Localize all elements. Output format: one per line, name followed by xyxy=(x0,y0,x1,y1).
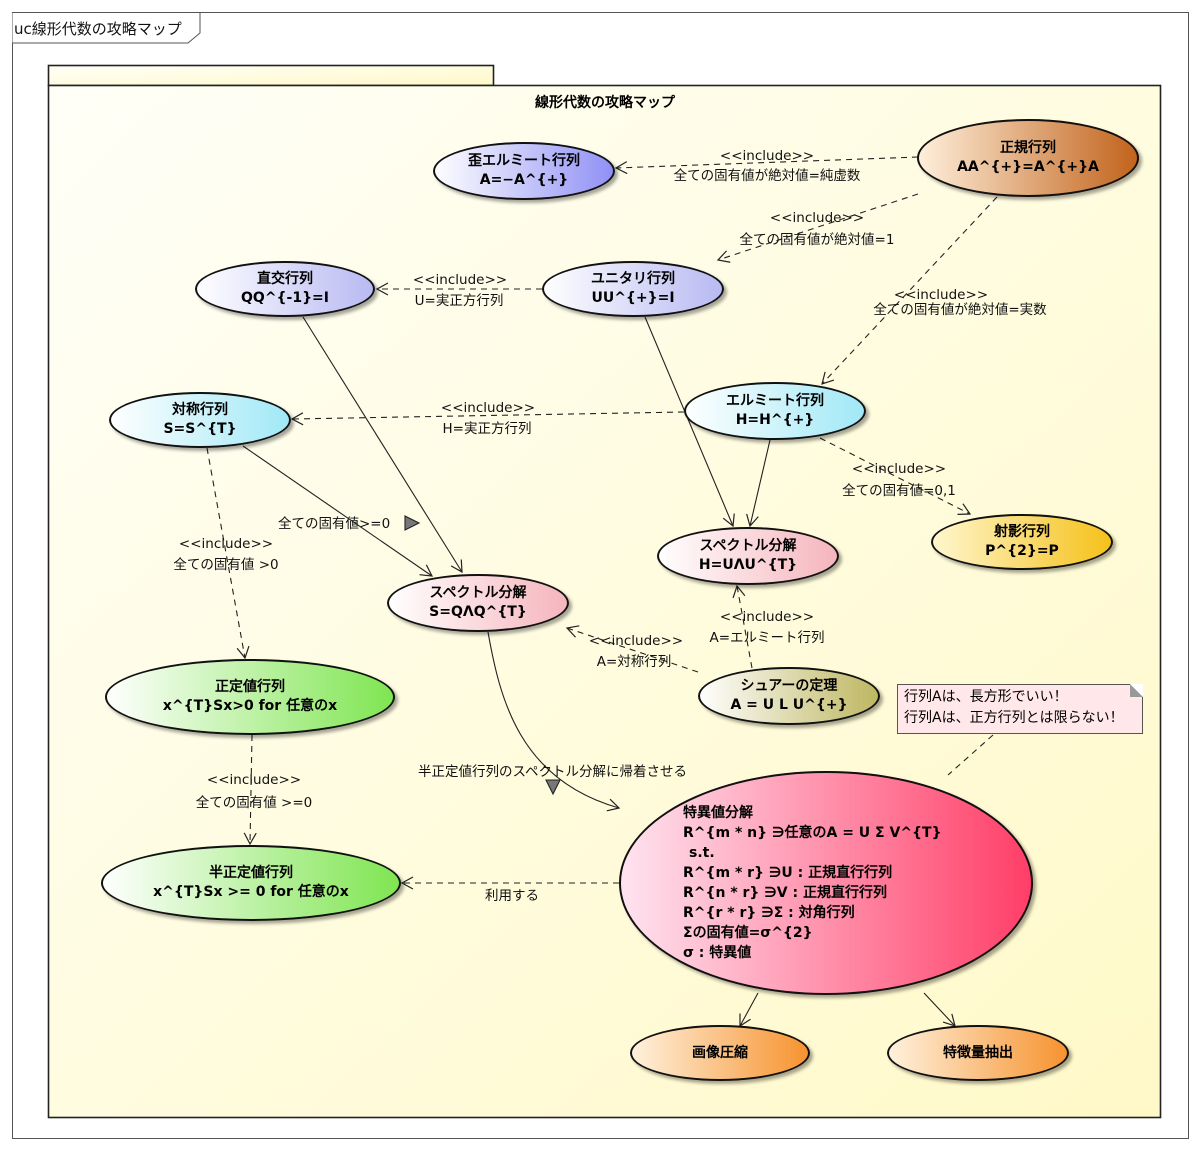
label-schur-spec-s-stereotype: <<include>> xyxy=(588,633,684,649)
direction-triangle-1 xyxy=(404,515,421,531)
label-seitei-hanseitei-stereotype: <<include>> xyxy=(206,772,302,788)
package-tab xyxy=(47,64,495,87)
label-hermite-shaei-stereotype: <<include>> xyxy=(851,461,947,477)
edge-svd-tokucho xyxy=(923,992,956,1027)
label-taisho-seitei-stereotype: <<include>> xyxy=(178,536,274,552)
usecase-shaei-formula: P^{2}=P xyxy=(985,543,1059,559)
usecase-hermite-title: エルミート行列 xyxy=(726,393,824,409)
usecase-spec-h-formula: H=UΛU^{T} xyxy=(698,557,798,573)
usecase-seitei-title: 正定値行列 xyxy=(215,679,285,695)
usecase-hanseitei-title: 半正定値行列 xyxy=(209,865,293,881)
usecase-svd-line-6: Σの固有値=σ^{2} xyxy=(683,925,813,941)
label-seiki-waikyoku-condition: 全ての固有値が絶対値=純虚数 xyxy=(673,168,861,184)
usecase-taisho-formula: S=S^{T} xyxy=(163,421,237,437)
usecase-svd[interactable]: 特異値分解 R^{m * n} ∋任意のA = U Σ V^{T} s.t. R… xyxy=(619,771,1033,995)
usecase-waikyoku-title: 歪エルミート行列 xyxy=(468,153,580,169)
usecase-svd-line-3: R^{m * r} ∋U : 正規直行行列 xyxy=(683,865,893,881)
usecase-spec-h[interactable]: スペクトル分解 H=UΛU^{T} xyxy=(657,527,839,585)
usecase-hanseitei[interactable]: 半正定値行列 x^{T}Sx >= 0 for 任意のx xyxy=(101,845,401,921)
usecase-hanseitei-formula: x^{T}Sx >= 0 for 任意のx xyxy=(153,884,349,900)
edge-taisho-spec-s xyxy=(242,445,434,577)
usecase-tokucho-title: 特徴量抽出 xyxy=(943,1044,1013,1061)
label-unitary-chokko-stereotype: <<include>> xyxy=(412,272,508,288)
usecase-chokko[interactable]: 直交行列 QQ^{-1}=I xyxy=(195,261,375,317)
usecase-spec-h-title: スペクトル分解 xyxy=(699,538,797,554)
usecase-chokko-title: 直交行列 xyxy=(257,271,313,287)
label-taisho-seitei-condition: 全ての固有値 >0 xyxy=(173,557,279,573)
label-svd-hanseitei-condition: 利用する xyxy=(485,888,539,904)
usecase-seiki-formula: AA^{+}=A^{+}A xyxy=(957,159,1099,175)
relations xyxy=(206,156,998,1028)
edge-svd-gazo xyxy=(739,992,759,1028)
label-seiki-waikyoku-stereotype: <<include>> xyxy=(719,148,815,164)
usecase-seiki[interactable]: 正規行列 AA^{+}=A^{+}A xyxy=(917,119,1139,197)
usecase-svd-line-1: R^{m * n} ∋任意のA = U Σ V^{T} xyxy=(683,825,942,841)
usecase-unitary-title: ユニタリ行列 xyxy=(591,271,675,287)
usecase-schur[interactable]: シュアーの定理 A = U L U^{+} xyxy=(698,667,880,725)
usecase-svd-line-2: s.t. xyxy=(689,845,715,861)
label-seiki-unitary-stereotype: <<include>> xyxy=(769,210,865,226)
label-hermite-taisho-condition: H=実正方行列 xyxy=(442,421,532,437)
usecase-seiki-title: 正規行列 xyxy=(1000,140,1056,156)
usecase-schur-formula: A = U L U^{+} xyxy=(730,697,848,713)
usecase-spec-s-formula: S=QΛQ^{T} xyxy=(429,604,527,620)
package-title: 線形代数の攻略マップ xyxy=(535,95,675,111)
edge-taisho-seitei xyxy=(206,447,250,660)
usecase-svd-line-4: R^{n * r} ∋V : 正規直行行列 xyxy=(683,885,887,901)
usecase-svd-title: 特異値分解 xyxy=(683,805,753,821)
usecase-hermite-formula: H=H^{+} xyxy=(735,412,815,428)
usecase-waikyoku[interactable]: 歪エルミート行列 A=−A^{+} xyxy=(433,142,615,200)
label-seiki-unitary-condition: 全ての固有値が絶対値=1 xyxy=(739,232,895,248)
note-line-1: 行列Aは、長方形でいい！ xyxy=(904,689,1068,705)
note: 行列Aは、長方形でいい！ 行列Aは、正方行列とは限らない！ xyxy=(897,684,1143,734)
usecase-schur-title: シュアーの定理 xyxy=(740,678,838,694)
edge-seiki-unitary xyxy=(716,193,919,263)
usecase-taisho-title: 対称行列 xyxy=(172,402,228,418)
usecase-shaei-title: 射影行列 xyxy=(994,524,1050,540)
edge-unitary-spec-h xyxy=(644,316,735,528)
label-spec-svd-condition: 半正定値行列のスペクトル分解に帰着させる xyxy=(418,764,688,780)
edge-chokko-spec-s xyxy=(302,316,463,574)
usecase-svd-line-7: σ : 特異値 xyxy=(683,945,752,961)
direction-triangle-2 xyxy=(545,779,561,796)
usecase-seitei-formula: x^{T}Sx>0 for 任意のx xyxy=(162,698,338,714)
note-line-2: 行列Aは、正方行列とは限らない！ xyxy=(904,710,1124,726)
usecase-tokucho[interactable]: 特徴量抽出 xyxy=(887,1025,1069,1081)
usecase-taisho[interactable]: 対称行列 S=S^{T} xyxy=(109,392,291,448)
label-seiki-hermite-stereotype: <<include>> xyxy=(893,287,989,303)
usecase-spec-s[interactable]: スペクトル分解 S=QΛQ^{T} xyxy=(387,574,569,632)
edge-spec-s-svd xyxy=(487,631,621,812)
edge-seiki-hermite xyxy=(821,196,998,385)
usecase-shaei[interactable]: 射影行列 P^{2}=P xyxy=(931,514,1113,570)
usecase-hermite[interactable]: エルミート行列 H=H^{+} xyxy=(684,382,866,440)
label-unitary-chokko-condition: U=実正方行列 xyxy=(414,293,504,309)
usecase-gazo-title: 画像圧縮 xyxy=(692,1044,748,1061)
usecase-unitary-formula: UU^{+}=I xyxy=(591,290,675,306)
frame-title-tab xyxy=(12,12,201,44)
usecase-unitary[interactable]: ユニタリ行列 UU^{+}=I xyxy=(542,261,724,317)
usecase-waikyoku-formula: A=−A^{+} xyxy=(479,172,569,188)
usecase-gazo[interactable]: 画像圧縮 xyxy=(630,1025,810,1081)
label-schur-spec-h-condition: A=エルミート行列 xyxy=(709,630,825,646)
usecase-chokko-formula: QQ^{-1}=I xyxy=(241,290,329,306)
label-hermite-shaei-condition: 全ての固有値=0,1 xyxy=(842,483,956,499)
edge-schur-spec-s xyxy=(565,625,699,673)
label-seitei-hanseitei-condition: 全ての固有値 >=0 xyxy=(195,795,313,811)
frame-title: uc線形代数の攻略マップ xyxy=(14,20,182,38)
label-seiki-hermite-condition: 全ての固有値が絶対値=実数 xyxy=(873,302,1047,318)
edge-hermite-spec-h xyxy=(746,439,771,528)
edge-seitei-hanseitei xyxy=(243,734,257,846)
usecase-spec-s-title: スペクトル分解 xyxy=(429,585,527,601)
usecase-seitei[interactable]: 正定値行列 x^{T}Sx>0 for 任意のx xyxy=(105,659,395,735)
label-taisho-spec-condition: 全ての固有値>=0 xyxy=(278,516,391,532)
label-schur-spec-h-stereotype: <<include>> xyxy=(719,609,815,625)
package-body xyxy=(47,84,1162,1119)
label-hermite-taisho-stereotype: <<include>> xyxy=(440,400,536,416)
usecase-svd-line-5: R^{r * r} ∋Σ : 対角行列 xyxy=(683,905,855,921)
edge-schur-spec-h xyxy=(732,584,753,669)
label-schur-spec-s-condition: A=対称行列 xyxy=(596,654,672,670)
